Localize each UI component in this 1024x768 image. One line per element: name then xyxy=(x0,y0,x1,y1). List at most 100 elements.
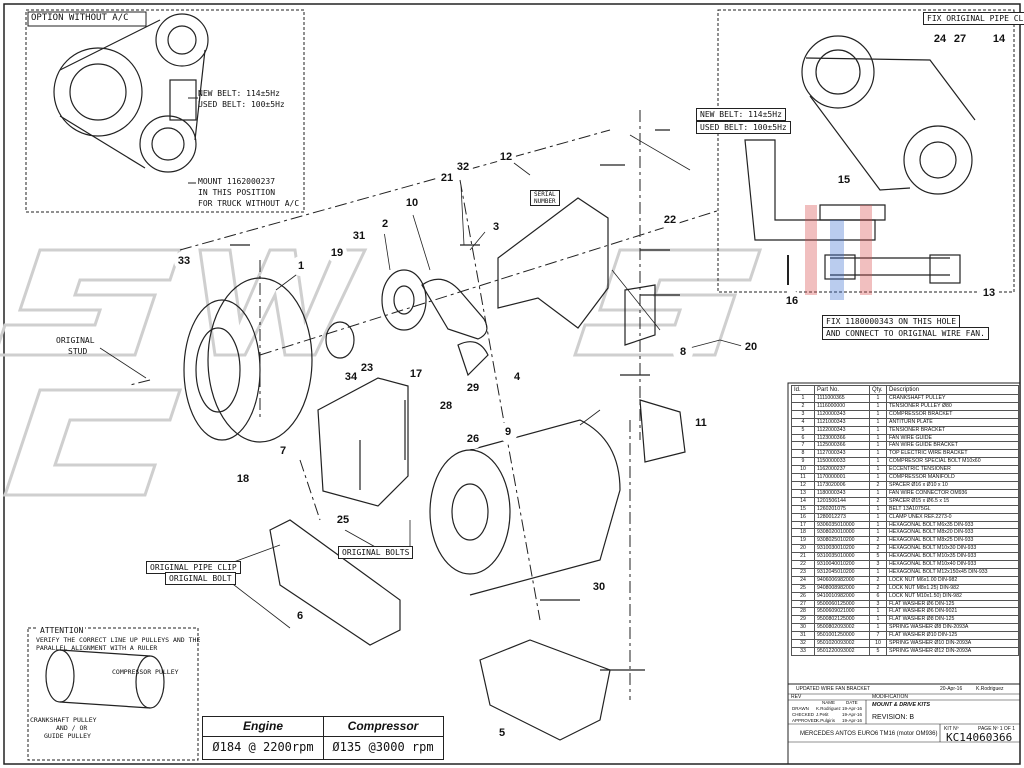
cell-qty: 2 xyxy=(869,575,887,585)
compressor-value: Ø135 @3000 rpm xyxy=(332,740,434,754)
cell-qty: 1 xyxy=(869,401,887,411)
cell-qty: 1 xyxy=(869,615,887,625)
checked-name: J.Petit xyxy=(816,712,829,717)
callout-2: 2 xyxy=(375,214,395,234)
compressor-header: Compressor xyxy=(347,719,419,733)
pulley-spec-table: Engine Compressor Ø184 @ 2200rpm Ø135 @3… xyxy=(202,716,444,760)
original-bolts-label: ORIGINAL BOLTS xyxy=(338,546,414,559)
cell-part-no: 9406006982000 xyxy=(814,575,870,585)
cell-description: FLAT WASHER Ø10 DIN-125 xyxy=(886,631,1019,641)
cell-part-no: 1280012273 xyxy=(814,512,870,522)
cell-description: HEXAGONAL BOLT M8x20 DIN-933 xyxy=(886,528,1019,538)
revision-text: REVISION: B xyxy=(872,714,915,721)
cell-id: 11 xyxy=(791,473,815,482)
revision-date: 20-Apr-16 xyxy=(940,686,963,692)
rev-label: REV xyxy=(791,694,802,700)
cell-description: TENSIONER PULLEY Ø80 xyxy=(886,401,1019,411)
cell-qty: 2 xyxy=(869,544,887,554)
callout-18: 18 xyxy=(233,469,253,489)
cell-qty: 5 xyxy=(869,647,887,656)
cell-part-no: 9306035010000 xyxy=(814,520,870,530)
cell-part-no: 9500609021000 xyxy=(814,607,870,617)
cell-part-no: 9410010982000 xyxy=(814,591,870,601)
callout-11: 11 xyxy=(691,413,711,433)
callout-28: 28 xyxy=(436,396,456,416)
parts-table-header: Id. Part No. Qty. Description xyxy=(791,385,1019,395)
cell-part-no: 9310035010000 xyxy=(814,552,870,562)
cell-description: COMPRESOR SPECIAL BOLT M10x60 xyxy=(886,457,1019,467)
mount-note-line1: MOUNT 1162000237 xyxy=(198,177,276,186)
new-belt-right-note: NEW BELT: 114±5Hz xyxy=(696,108,786,121)
cell-description: HEXAGONAL BOLT M12x150x45 DIN-933 xyxy=(886,567,1019,577)
cell-description: FAN WIRE GUIDE xyxy=(886,433,1019,443)
cell-id: 18 xyxy=(791,528,815,538)
cell-part-no: 1122000343 xyxy=(814,425,870,435)
cell-part-no: 1125000366 xyxy=(814,441,870,451)
callout-33: 33 xyxy=(174,251,194,271)
cell-part-no: 1173020006 xyxy=(814,480,870,490)
cell-qty: 2 xyxy=(869,583,887,593)
original-stud-label-line2: STUD xyxy=(68,347,88,356)
cell-id: 23 xyxy=(791,567,815,577)
callout-9: 9 xyxy=(498,422,518,442)
cell-qty: 7 xyxy=(869,631,887,641)
callout-22: 22 xyxy=(660,210,680,230)
cell-part-no: 1260201075 xyxy=(814,504,870,514)
cell-id: 12 xyxy=(791,480,815,490)
approved-name: K.Pulgiris xyxy=(816,718,836,723)
cell-id: 2 xyxy=(791,401,815,411)
page-label: PAGE Nº 1 OF 1 xyxy=(978,726,1016,732)
callout-14: 14 xyxy=(989,29,1009,49)
col-qty: Qty. xyxy=(869,385,887,395)
cell-qty: 1 xyxy=(869,433,887,443)
cell-id: 21 xyxy=(791,552,815,562)
revision-by: K.Rodriguez xyxy=(976,686,1004,692)
cell-part-no: 1170000001 xyxy=(814,473,870,482)
cell-id: 33 xyxy=(791,647,815,656)
cell-part-no: 1162000237 xyxy=(814,465,870,475)
crankshaft-pulley-label-line1: CRANKSHAFT PULLEY xyxy=(30,716,97,724)
cell-qty: 1 xyxy=(869,488,887,498)
fix-original-pipe-clip-note: FIX ORIGINAL PIPE CLIP xyxy=(923,12,1024,25)
cell-id: 3 xyxy=(791,409,815,419)
cell-qty: 3 xyxy=(869,599,887,609)
date-label: DATE xyxy=(846,700,858,705)
cell-qty: 1 xyxy=(869,512,887,522)
cell-id: 28 xyxy=(791,607,815,617)
cell-description: LOCK NUT M10x1.50) DIN-982 xyxy=(886,591,1019,601)
callout-19: 19 xyxy=(327,243,347,263)
cell-description: SPACER Ø15 x Ø6.5 x 15 xyxy=(886,496,1019,506)
cell-qty: 1 xyxy=(869,409,887,419)
cell-qty: 3 xyxy=(869,560,887,569)
modification-label: MODIFICATION xyxy=(872,694,909,700)
compressor-pulley-label: COMPRESSOR PULLEY xyxy=(112,668,179,676)
callout-10: 10 xyxy=(402,193,422,213)
callout-7: 7 xyxy=(273,441,293,461)
cell-qty: 1 xyxy=(869,441,887,451)
engine-value: Ø184 @ 2200rpm xyxy=(212,740,314,754)
cell-qty: 2 xyxy=(869,480,887,490)
cell-description: CLAMP UNEX REF.2273-0 xyxy=(886,512,1019,522)
callout-25: 25 xyxy=(333,510,353,530)
cell-id: 22 xyxy=(791,560,815,569)
callout-32: 32 xyxy=(453,157,473,177)
callout-24: 24 xyxy=(930,29,950,49)
cell-part-no: 9310030010200 xyxy=(814,544,870,554)
cell-qty: 1 xyxy=(869,623,887,633)
cell-part-no: 1127000343 xyxy=(814,449,870,459)
cell-id: 15 xyxy=(791,504,815,514)
cell-part-no: 1123000366 xyxy=(814,433,870,443)
cell-description: LOCK NUT M8x1.25) DIN-982 xyxy=(886,583,1019,593)
